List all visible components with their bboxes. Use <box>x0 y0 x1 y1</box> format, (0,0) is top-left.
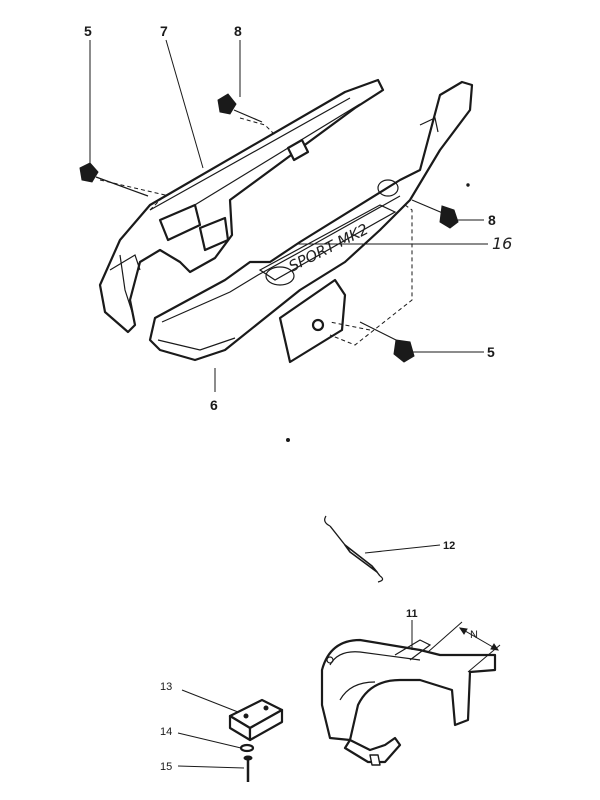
assembly-lines <box>99 117 413 346</box>
knob-bolt-part-8-right <box>411 199 459 229</box>
knob-bolt-part-5-right <box>359 321 415 363</box>
callout-7: 7 <box>160 23 168 39</box>
bolt-part-15 <box>177 755 253 782</box>
knob-bolt-part-5-top <box>79 162 149 197</box>
scan-speck <box>466 183 470 187</box>
spring-part-12 <box>324 515 441 583</box>
rubber-block-part-13 <box>181 689 284 742</box>
side-cover-panel-part-6 <box>148 80 474 362</box>
inner-bracket-part-7 <box>98 78 385 334</box>
scan-speck <box>286 438 290 442</box>
stand-part-11 <box>320 620 497 766</box>
callout-leaders-upper <box>89 39 488 392</box>
callout-5-right: 5 <box>487 344 495 360</box>
callout-16: 16 <box>492 234 512 253</box>
dimension-n-label: N <box>470 629 478 641</box>
washer-part-14 <box>177 732 255 753</box>
dimension-n <box>427 621 501 673</box>
callout-12: 12 <box>443 540 455 552</box>
callout-11: 11 <box>406 608 418 620</box>
mounting-plate <box>278 278 347 364</box>
callout-13: 13 <box>160 681 172 693</box>
callout-14: 14 <box>160 726 172 738</box>
callout-6: 6 <box>210 397 218 413</box>
callout-8-top: 8 <box>234 23 242 39</box>
callout-15: 15 <box>160 761 172 773</box>
knob-bolt-part-8-top <box>217 93 263 123</box>
callout-5-top: 5 <box>84 23 92 39</box>
callout-8-right: 8 <box>488 212 496 228</box>
